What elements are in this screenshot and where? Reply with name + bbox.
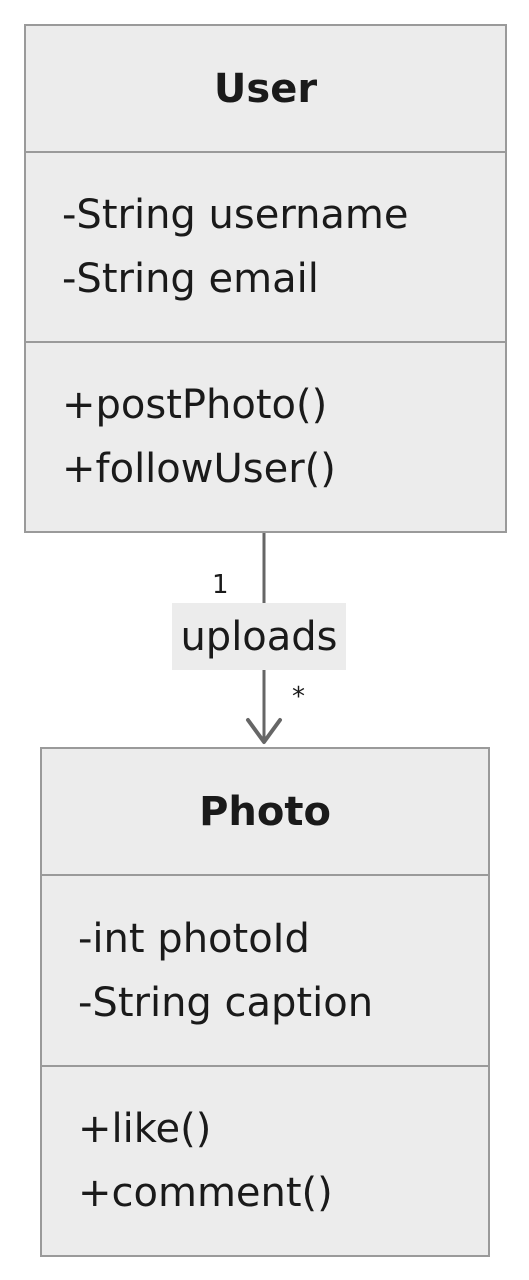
class-user-attributes: -String username -String email <box>26 153 505 343</box>
class-user-name: User <box>26 26 505 153</box>
class-photo-name: Photo <box>42 749 488 876</box>
class-photo-operation: +comment() <box>78 1170 333 1216</box>
class-user-operations: +postPhoto() +followUser() <box>26 343 505 531</box>
class-photo-operations: +like() +comment() <box>42 1067 488 1255</box>
target-multiplicity: * <box>292 682 305 712</box>
source-multiplicity: 1 <box>212 570 229 600</box>
class-user[interactable]: User -String username -String email +pos… <box>24 24 507 533</box>
class-photo[interactable]: Photo -int photoId -String caption +like… <box>40 747 490 1257</box>
class-user-operation: +followUser() <box>62 446 336 492</box>
class-photo-attribute: -String caption <box>78 979 374 1026</box>
class-user-attribute: -String username <box>62 192 409 238</box>
relation-label: uploads <box>172 603 346 670</box>
arrowhead-icon <box>246 718 282 744</box>
class-user-operation: +postPhoto() <box>62 382 328 428</box>
class-photo-attributes: -int photoId -String caption <box>42 876 488 1067</box>
class-user-attribute: -String email <box>62 256 319 302</box>
class-photo-operation: +like() <box>78 1106 212 1152</box>
class-photo-attribute: -int photoId <box>78 915 310 962</box>
